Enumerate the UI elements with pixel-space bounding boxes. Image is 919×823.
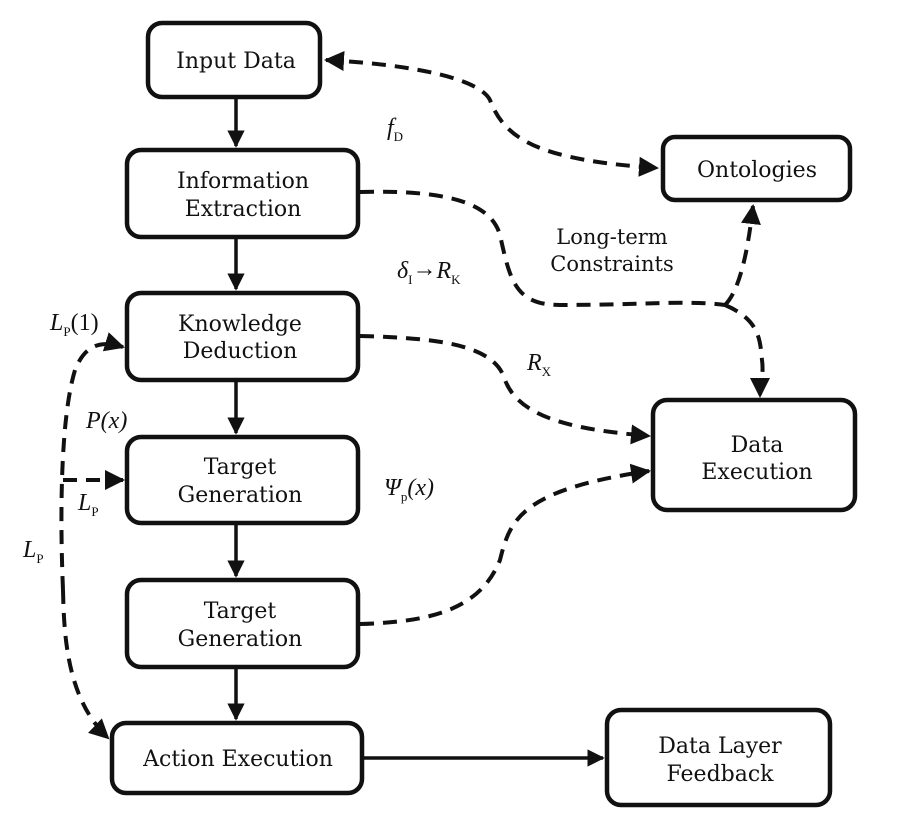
- node-label: Action Execution: [142, 747, 333, 772]
- node-label-line2: Execution: [701, 460, 812, 485]
- node-label-line1: Target: [204, 455, 277, 480]
- math-sub: P: [91, 504, 98, 519]
- node-data-execution: Data Execution: [650, 397, 858, 513]
- node-label-line2: Generation: [178, 483, 303, 508]
- math-main: Ψ: [384, 475, 403, 501]
- node-input-data: Input Data: [145, 20, 323, 100]
- node-label: Input Data: [176, 49, 296, 74]
- node-information-extraction: Information Extraction: [124, 147, 361, 240]
- math-main: L: [77, 490, 91, 516]
- label-line2: Constraints: [550, 252, 673, 276]
- label-lp-outer: LP: [22, 537, 44, 566]
- math-sub: X: [542, 364, 552, 379]
- node-label-line1: Information: [177, 169, 309, 194]
- edge-input-ontologies: [324, 50, 659, 177]
- node-label-line2: Deduction: [183, 339, 298, 364]
- math-arg: (x): [101, 408, 128, 434]
- node-label-line1: Knowledge: [178, 312, 302, 337]
- label-delta-to-r: δI→RK: [397, 256, 461, 287]
- node-label-line1: Target: [204, 599, 277, 624]
- edge-target2-data-execution: [359, 463, 651, 626]
- label-line1: Long-term: [556, 225, 668, 249]
- label-lp-inner: LP: [77, 490, 99, 519]
- label-psi-p: Ψp(x): [384, 475, 434, 504]
- edge-deduction-data-execution: [359, 334, 651, 445]
- label-long-term-constraints: Long-term Constraints: [550, 225, 673, 276]
- node-label-line2: Generation: [178, 627, 303, 652]
- math-arg: (x): [407, 475, 434, 501]
- math-main: δ: [397, 258, 409, 284]
- math-sub: P: [36, 551, 43, 566]
- math-main: L: [22, 537, 36, 563]
- edge-extraction-constraints: [359, 189, 726, 308]
- edge-lp-to-deduction: [59, 332, 125, 591]
- edge-lp-to-action: [61, 589, 110, 740]
- label-r-x: RX: [526, 350, 552, 379]
- math-arg: (1): [71, 310, 99, 336]
- node-action-execution: Action Execution: [109, 720, 365, 796]
- math-main: f: [387, 115, 397, 141]
- edge-constraints-to-data-execution: [724, 303, 771, 398]
- node-label-line2: Extraction: [185, 197, 302, 222]
- math-sub: D: [394, 129, 403, 144]
- label-lp-1: LP(1): [49, 310, 99, 339]
- node-label: Ontologies: [697, 158, 817, 183]
- arrow-glyph: →: [413, 256, 437, 282]
- math-sub: I: [408, 272, 412, 287]
- math-main: R: [436, 258, 452, 284]
- math-main: R: [526, 350, 542, 376]
- node-ontologies: Ontologies: [660, 134, 853, 203]
- math-sub: K: [451, 272, 461, 287]
- label-f-d: fD: [387, 115, 403, 144]
- math-main: L: [49, 310, 63, 336]
- math-sub: p: [401, 489, 408, 504]
- edge-constraints-to-ontologies: [723, 204, 761, 307]
- node-knowledge-deduction: Knowledge Deduction: [124, 290, 361, 383]
- math-sub: P: [63, 324, 70, 339]
- math-main: P: [85, 408, 101, 434]
- node-target-generation-1: Target Generation: [124, 434, 361, 526]
- node-label-line1: Data: [731, 433, 784, 458]
- node-target-generation-2: Target Generation: [124, 577, 361, 670]
- node-label-line1: Data Layer: [658, 734, 782, 759]
- node-data-layer-feedback: Data Layer Feedback: [604, 707, 833, 808]
- label-p-x: P(x): [85, 408, 127, 434]
- node-label-line2: Feedback: [666, 762, 774, 787]
